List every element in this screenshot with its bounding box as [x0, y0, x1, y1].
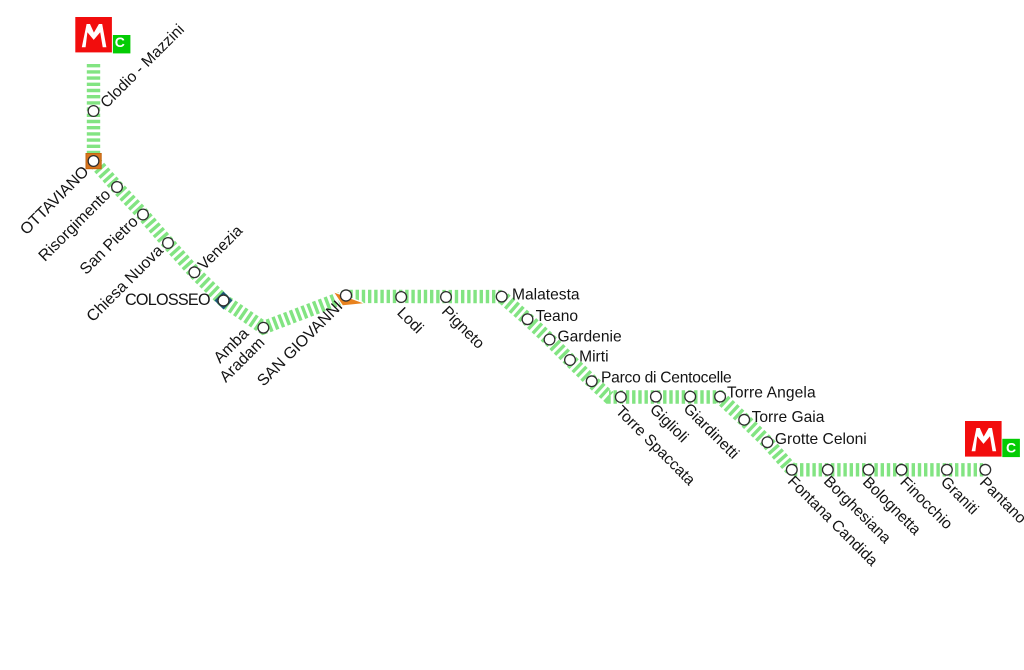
svg-text:Grotte Celoni: Grotte Celoni — [775, 431, 867, 448]
svg-text:Torre Angela: Torre Angela — [727, 385, 816, 402]
svg-text:Teano: Teano — [536, 308, 579, 325]
svg-text:Parco di Centocelle: Parco di Centocelle — [601, 370, 731, 387]
svg-text:Pigneto: Pigneto — [438, 303, 488, 353]
svg-text:Venezia: Venezia — [195, 222, 246, 273]
svg-text:Lodi: Lodi — [393, 304, 426, 337]
svg-text:COLOSSEO: COLOSSEO — [125, 291, 210, 309]
svg-text:Malatesta: Malatesta — [512, 286, 580, 303]
svg-text:Mirti: Mirti — [579, 349, 608, 366]
svg-text:Pantano: Pantano — [976, 474, 1024, 527]
svg-text:Torre Gaia: Torre Gaia — [752, 409, 825, 426]
svg-text:C: C — [1006, 440, 1016, 456]
svg-text:Gardenie: Gardenie — [558, 328, 622, 345]
svg-text:SAN GIOVANNI: SAN GIOVANNI — [254, 298, 346, 390]
svg-text:C: C — [115, 34, 125, 50]
